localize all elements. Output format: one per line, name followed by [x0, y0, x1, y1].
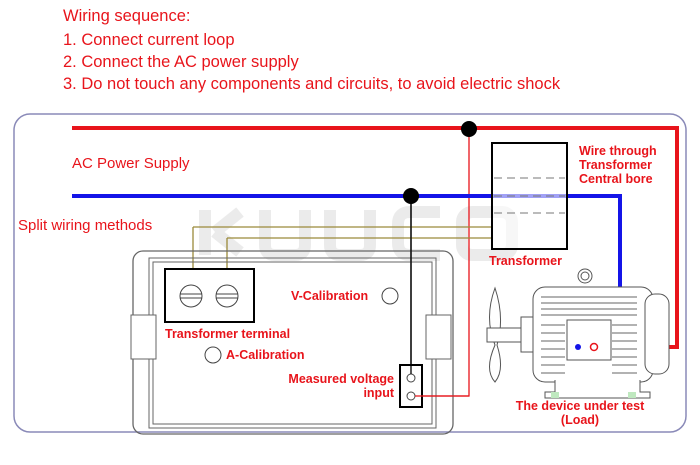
- step-3: 3. Do not touch any components and circu…: [63, 75, 561, 93]
- measured-voltage-label: Measured voltage input: [274, 372, 394, 400]
- measured-voltage-line-2: input: [363, 386, 394, 400]
- transformer-terminal: [164, 268, 255, 323]
- split-wiring-label: Split wiring methods: [18, 217, 153, 234]
- device-under-test-line-1: The device under test: [515, 399, 645, 413]
- motor-terminal-neutral: [575, 344, 581, 350]
- a-calibration-label: A-Calibration: [226, 348, 305, 362]
- device-under-test-line-2: (Load): [560, 413, 600, 427]
- meter-body: [130, 250, 454, 435]
- wiring-sequence-heading: Wiring sequence:: [63, 7, 191, 25]
- transformer-terminal-label: Transformer terminal: [165, 327, 291, 341]
- wire-through-line-2: Transformer: [579, 158, 652, 172]
- v-calibration-label: V-Calibration: [291, 289, 369, 303]
- motor-terminal-live: [589, 342, 599, 352]
- wire-through-line-3: Central bore: [579, 172, 653, 186]
- live-junction-dot: [461, 121, 477, 137]
- v-calibration-pot: [381, 287, 399, 305]
- ac-power-supply-label: AC Power Supply: [72, 155, 190, 172]
- measured-voltage-line-1: Measured voltage: [288, 372, 394, 386]
- diagram-frame: [13, 113, 687, 433]
- step-2: 2. Connect the AC power supply: [63, 53, 299, 71]
- transformer-label: Transformer: [489, 254, 562, 268]
- device-under-test-label: The device under test (Load): [510, 399, 650, 427]
- a-calibration-pot: [204, 346, 222, 364]
- transformer: [491, 142, 568, 250]
- motor-load: [486, 268, 670, 399]
- step-1: 1. Connect current loop: [63, 31, 235, 49]
- watermark: [199, 206, 518, 261]
- wire-through-label: Wire through Transformer Central bore: [579, 144, 657, 186]
- wire-through-line-1: Wire through: [579, 144, 657, 158]
